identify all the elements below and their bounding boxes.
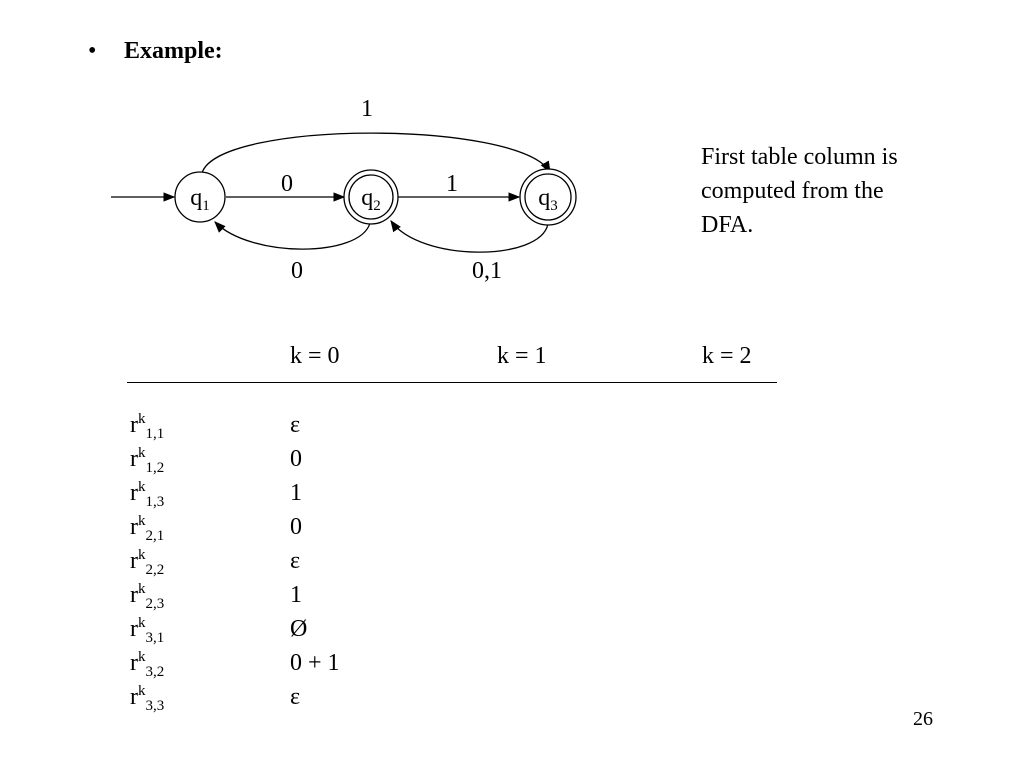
row-label: rk1,2 bbox=[130, 445, 165, 476]
row-label: rk2,1 bbox=[130, 513, 165, 544]
column-header-k0: k = 0 bbox=[290, 343, 340, 369]
table-row: rk3,3 ε bbox=[0, 682, 1024, 716]
state-q1-index: 1 bbox=[202, 198, 210, 214]
table-row: rk1,2 0 bbox=[0, 444, 1024, 478]
edge-label-q1-q2: 0 bbox=[281, 171, 293, 197]
table-row: rk2,1 0 bbox=[0, 512, 1024, 546]
row-label: rk2,3 bbox=[130, 581, 165, 612]
table-row: rk2,2 ε bbox=[0, 546, 1024, 580]
table-row: rk1,1 ε bbox=[0, 410, 1024, 444]
row-value-k0: 0 bbox=[290, 514, 302, 540]
row-value-k0: ε bbox=[290, 412, 301, 438]
row-value-k0: 1 bbox=[290, 480, 302, 506]
row-value-k0: Ø bbox=[290, 616, 308, 642]
state-q1-base: q bbox=[190, 185, 202, 211]
row-value-k0: ε bbox=[290, 684, 301, 710]
page-number: 26 bbox=[913, 708, 933, 730]
row-value-k0: ε bbox=[290, 548, 301, 574]
table-row: rk3,1 Ø bbox=[0, 614, 1024, 648]
table-row: rk3,2 0 + 1 bbox=[0, 648, 1024, 682]
row-label: rk3,2 bbox=[130, 649, 165, 680]
edge-q1-q3 bbox=[201, 132, 551, 174]
table-header-rule bbox=[127, 382, 777, 383]
table-row: rk2,3 1 bbox=[0, 580, 1024, 614]
state-q3-index: 3 bbox=[550, 198, 558, 214]
svg-text:q1: q1 bbox=[190, 185, 210, 214]
state-q3-base: q bbox=[538, 185, 550, 211]
row-value-k0: 0 + 1 bbox=[290, 650, 340, 676]
state-q1: q1 bbox=[174, 171, 226, 223]
state-q3: q3 bbox=[519, 168, 577, 226]
svg-text:q2: q2 bbox=[361, 185, 381, 214]
row-label: rk1,3 bbox=[130, 479, 165, 510]
state-q2: q2 bbox=[343, 169, 399, 225]
row-label: rk1,1 bbox=[130, 411, 165, 442]
explanation-note: First table column is computed from the … bbox=[701, 144, 898, 238]
edge-label-q2-q3: 1 bbox=[446, 171, 458, 197]
row-label: rk2,2 bbox=[130, 547, 165, 578]
state-q2-index: 2 bbox=[373, 198, 381, 214]
table-row: rk1,3 1 bbox=[0, 478, 1024, 512]
svg-text:q3: q3 bbox=[538, 185, 558, 214]
row-label: rk3,1 bbox=[130, 615, 165, 646]
edge-q3-q2 bbox=[390, 220, 549, 253]
dfa-diagram: 0 1 1 0 0,1 q1 q2 q3 bbox=[111, 96, 577, 284]
column-header-k2: k = 2 bbox=[702, 343, 752, 369]
edge-label-q3-q2: 0,1 bbox=[472, 258, 502, 284]
state-q2-base: q bbox=[361, 185, 373, 211]
row-label: rk3,3 bbox=[130, 683, 165, 714]
edge-label-q1-q3: 1 bbox=[361, 96, 373, 122]
edge-q2-q1 bbox=[214, 221, 371, 250]
edge-label-q2-q1: 0 bbox=[291, 258, 303, 284]
row-value-k0: 0 bbox=[290, 446, 302, 472]
slide-heading: Example: bbox=[124, 38, 223, 64]
bullet-marker: • bbox=[88, 38, 97, 64]
column-header-k1: k = 1 bbox=[497, 343, 547, 369]
row-value-k0: 1 bbox=[290, 582, 302, 608]
